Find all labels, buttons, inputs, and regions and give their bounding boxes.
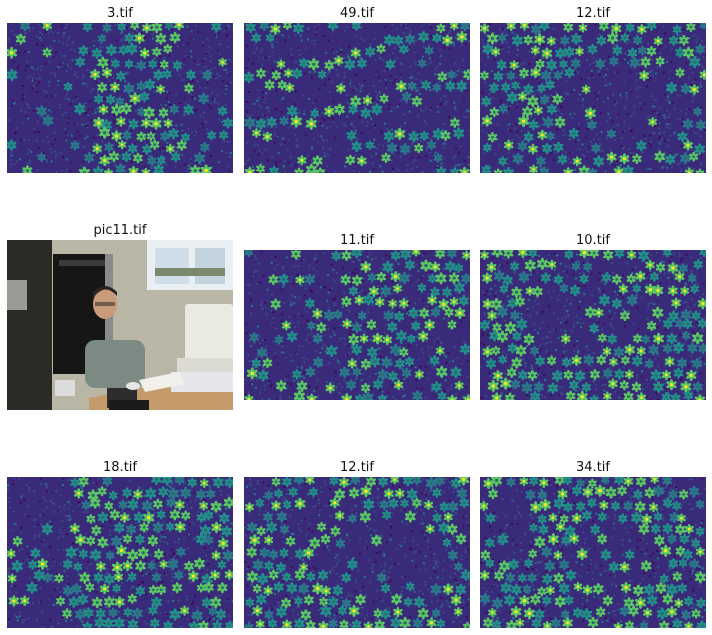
panel-title: 49.tif [340, 6, 374, 21]
panel-3: 12.tif [480, 4, 706, 174]
panel-1: 3.tif [7, 4, 233, 174]
texture-image [480, 23, 706, 173]
panel-title: 3.tif [107, 6, 133, 21]
panel-title: pic11.tif [93, 223, 147, 238]
panel-8: 12.tif [244, 458, 470, 630]
texture-image [244, 477, 470, 628]
texture-image [480, 250, 706, 400]
panel-4: pic11.tif [7, 222, 233, 412]
texture-image [7, 477, 233, 628]
panel-title: 34.tif [576, 460, 610, 475]
texture-image [7, 23, 233, 173]
panel-7: 18.tif [7, 458, 233, 630]
panel-9: 34.tif [480, 458, 706, 630]
panel-title: 12.tif [576, 6, 610, 21]
texture-image [480, 477, 706, 628]
panel-title: 12.tif [340, 460, 374, 475]
texture-image [244, 23, 470, 173]
panel-title: 11.tif [340, 233, 374, 248]
panel-title: 18.tif [103, 460, 137, 475]
photo-image [7, 240, 233, 410]
panel-6: 10.tif [480, 231, 706, 401]
texture-image [244, 250, 470, 400]
panel-title: 10.tif [576, 233, 610, 248]
panel-5: 11.tif [244, 231, 470, 401]
panel-2: 49.tif [244, 4, 470, 174]
